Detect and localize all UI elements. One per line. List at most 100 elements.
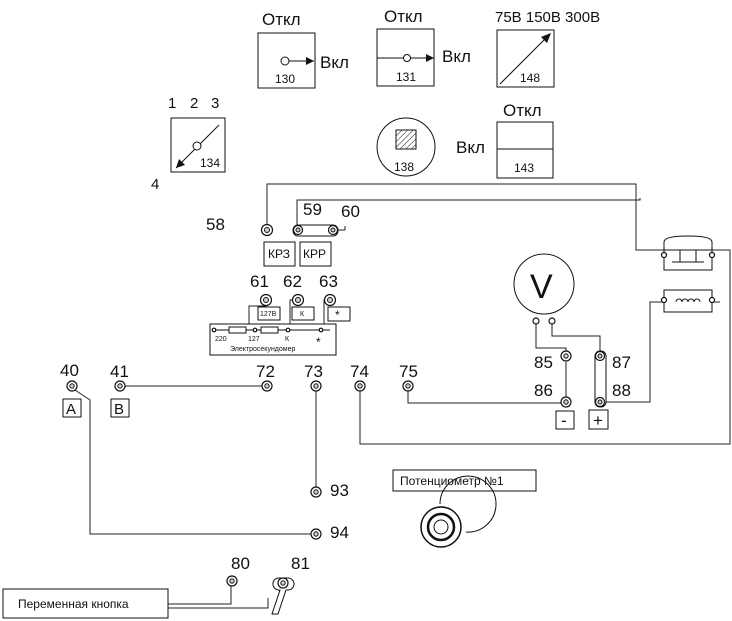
relay-contact-body: [663, 249, 713, 271]
switch-130-pivot: [280, 56, 290, 66]
terminal-86-label: 86: [534, 381, 553, 400]
switch-131[interactable]: Откл 131 Вкл: [376, 7, 471, 87]
switch-130-off-label: Откл: [262, 10, 301, 29]
terminal-75-label: 75: [399, 362, 418, 381]
terminal-80-label: 80: [231, 554, 250, 573]
timer-tag-star: [327, 306, 351, 322]
switch-148-scale-label: 75В 150В 300В: [495, 9, 600, 26]
switch-143-number: 143: [514, 161, 534, 175]
timer-tag-127v-text: 127В: [260, 311, 277, 318]
terminal-81-label: 81: [291, 554, 310, 573]
switch-148-arrow-icon: [541, 33, 551, 43]
switch-134-number: 134: [200, 156, 220, 170]
timer-group: 61 62 63 127В К * 220 127 К * Электросек…: [209, 272, 351, 356]
timer-label-127: 127: [248, 336, 260, 343]
variable-button-label: Переменная кнопка: [18, 597, 129, 611]
terminal-61-label: 61: [250, 272, 269, 291]
wire-58-relay: [266, 183, 664, 251]
lamp-138[interactable]: 138: [376, 117, 436, 177]
terminal-63-label: 63: [319, 272, 338, 291]
switch-131-off-label: Откл: [384, 7, 423, 26]
terminal-88-label: 88: [612, 381, 631, 400]
terminal-74-label: 74: [350, 362, 369, 381]
voltmeter-terminal-left: [532, 317, 540, 325]
variable-button[interactable]: [2, 588, 169, 619]
terminal-59-label: 59: [303, 200, 322, 219]
wiring: [71, 183, 731, 609]
wire-button-81: [168, 598, 269, 609]
phase-b-box: [110, 398, 130, 418]
terminals-85-88: 85 86 87 88 - +: [534, 350, 631, 430]
timer-tag-k: [291, 306, 315, 321]
top-terminal-group: 58 59 60 КРЗ КРР: [206, 200, 360, 267]
timer-resistor-2: [260, 326, 279, 334]
potentiometer-arc-icon: [439, 475, 497, 533]
terminal-58-label: 58: [206, 215, 225, 234]
wire-74-loop: [344, 226, 731, 445]
lamp-138-number: 138: [394, 160, 414, 174]
switch-81-lever-icon: [271, 577, 295, 615]
potentiometer-1[interactable]: Потенциометр №1: [392, 469, 537, 548]
relay-block: [660, 235, 716, 313]
polarity-plus: +: [593, 411, 603, 430]
phase-a-box: [62, 398, 82, 418]
voltmeter-body: [513, 253, 575, 315]
button-group: 80 81 Переменная кнопка: [2, 554, 310, 619]
terminals-93-94: 93 94: [310, 481, 349, 542]
switch-143-on-label: Вкл: [456, 138, 485, 157]
wire-button-80: [168, 584, 232, 605]
switch-148[interactable]: 75В 150В 300В 148: [495, 9, 600, 88]
wire-v-87: [551, 322, 601, 356]
relay-krz-button[interactable]: [263, 241, 296, 267]
switch-143-body[interactable]: [496, 121, 554, 179]
polarity-minus: -: [561, 411, 567, 430]
switch-131-pivot: [403, 54, 411, 62]
switch-134-pos3: 3: [211, 95, 219, 112]
voltmeter-terminal-right: [548, 317, 556, 325]
switch-148-number: 148: [520, 71, 540, 85]
timer-label-k: К: [285, 336, 290, 343]
switch-134[interactable]: 1 2 3 4 134: [151, 95, 226, 193]
switch-143-off-label: Откл: [503, 101, 542, 120]
wire-75-86: [407, 388, 566, 404]
timer-tag-127v: [257, 306, 281, 321]
terminal-62-label: 62: [283, 272, 302, 291]
wire-59-top: [296, 198, 641, 230]
terminal-87-label: 87: [612, 353, 631, 372]
switch-130-arrow-icon: [306, 57, 314, 65]
switch-134-arrow-icon: [176, 159, 185, 168]
switch-131-on-label: Вкл: [442, 47, 471, 66]
switch-131-arrow-icon: [426, 54, 434, 62]
timer-caption: Электросекундомер: [230, 346, 295, 353]
terminal-85-label: 85: [534, 353, 553, 372]
timer-resistor-1: [228, 326, 247, 334]
switch-148-pointer: [499, 34, 550, 85]
relay-krr-button[interactable]: [299, 241, 332, 267]
switch-130-on-label: Вкл: [320, 53, 349, 72]
relay-coil-icon: [675, 298, 701, 303]
terminal-73-label: 73: [304, 362, 323, 381]
terminal-41-label: 41: [110, 362, 129, 381]
polarity-plus-box: [588, 409, 609, 430]
polarity-minus-box: [555, 410, 575, 430]
switch-130-number: 130: [275, 72, 295, 86]
voltmeter: V: [513, 253, 575, 325]
switch-134-pivot: [192, 141, 202, 151]
timer-tag-k-text: К: [300, 311, 305, 318]
wire-v-85: [535, 322, 567, 356]
switch-134-pos1: 1: [168, 95, 176, 112]
wire-88-coil: [600, 301, 664, 403]
lamp-138-hatch-icon: [395, 129, 417, 150]
relay-krr-label: КРР: [303, 247, 326, 261]
terminal-72-label: 72: [256, 362, 275, 381]
relay-krz-label: КРЗ: [268, 247, 290, 261]
timer-tag-star-text: *: [335, 308, 340, 322]
switch-130[interactable]: Откл 130 Вкл: [257, 10, 349, 89]
phase-b-label: B: [114, 401, 124, 418]
switch-143[interactable]: Откл 143 Вкл: [456, 101, 554, 179]
terminal-40-label: 40: [60, 361, 79, 380]
switch-131-number: 131: [396, 70, 416, 84]
voltmeter-symbol: V: [530, 268, 553, 306]
phase-a-label: A: [66, 401, 76, 418]
